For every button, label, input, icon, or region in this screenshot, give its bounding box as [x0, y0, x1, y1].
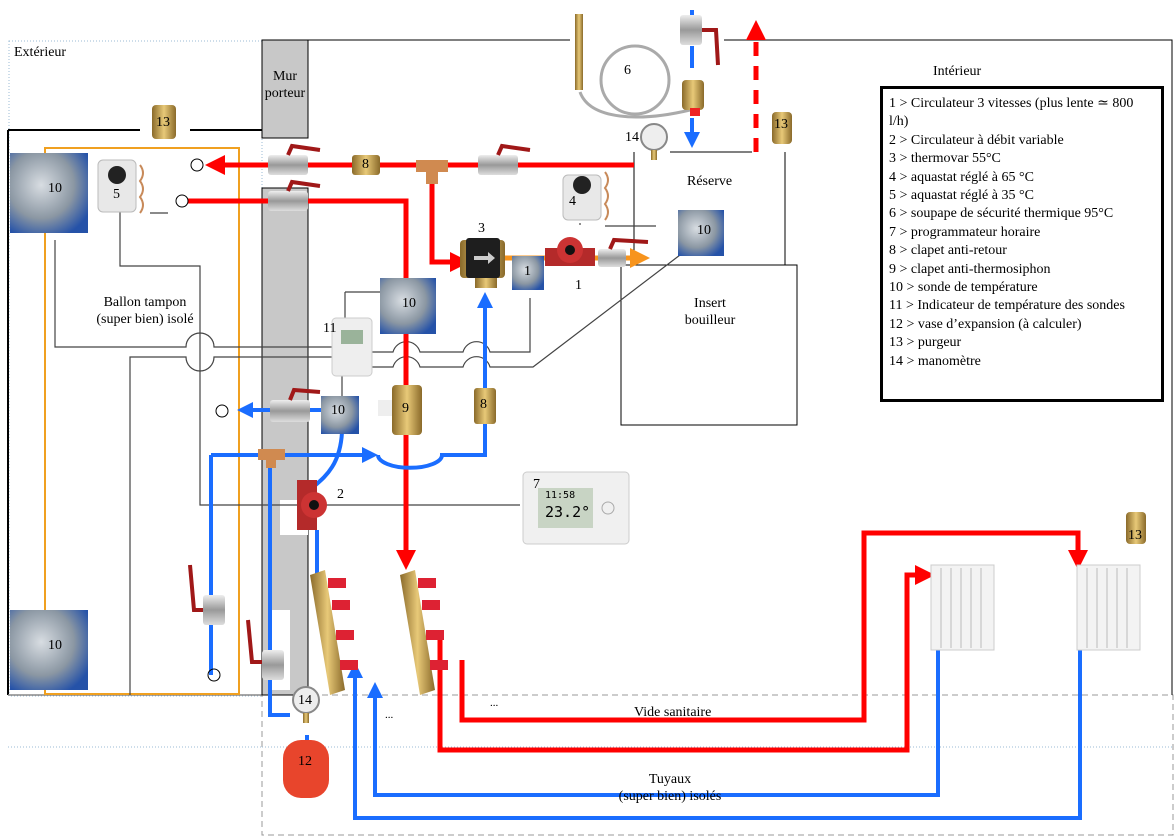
legend-item-8: 8 > clapet anti-retour — [889, 243, 1007, 259]
marker-10-cold: 10 — [331, 403, 345, 418]
pipes-line2: (super bien) isolés — [618, 789, 722, 804]
marker-2: 2 — [337, 487, 344, 502]
legend-item-6: 6 > soupape de sécurité thermique 95°C — [889, 206, 1114, 222]
radiator-icon — [930, 564, 1141, 651]
programmer-time: 11:58 — [545, 490, 576, 501]
marker-4: 4 — [569, 194, 576, 209]
thermovar-valve — [460, 238, 505, 288]
marker-12: 12 — [298, 754, 312, 769]
tank-connection-bottom — [207, 668, 221, 682]
insert-label: Insert bouilleur — [660, 295, 760, 329]
aquastat-4 — [562, 171, 609, 221]
aquastat-5 — [97, 159, 144, 214]
marker-10-top: 10 — [48, 181, 62, 196]
marker-10-bottom: 10 — [48, 638, 62, 653]
expansion-vessel — [283, 740, 329, 798]
programmer-temp: 23.2° — [545, 503, 591, 521]
wall-label-line2: porteur — [264, 86, 306, 101]
circulator-pump-2 — [297, 480, 327, 530]
legend-item-3: 3 > thermovar 55°C — [889, 151, 1001, 167]
temperature-probe-icon — [10, 153, 724, 690]
marker-1-pump: 1 — [575, 278, 582, 293]
marker-10-insert: 10 — [697, 223, 711, 238]
ellipsis-2: ... — [490, 697, 499, 709]
tee-fitting-2 — [258, 449, 285, 468]
marker-9: 9 — [402, 401, 409, 416]
marker-8-top: 8 — [362, 157, 369, 172]
circulator-pump-1 — [545, 237, 595, 266]
marker-5: 5 — [113, 187, 120, 202]
tank-connection-top — [190, 158, 204, 172]
ellipsis-1: ... — [385, 709, 394, 721]
check-valve-8-bottom — [474, 388, 496, 424]
thermal-safety-valve — [575, 14, 704, 119]
insert-line1: Insert — [694, 296, 726, 311]
legend-item-11: 11 > Indicateur de température des sonde… — [889, 298, 1125, 314]
pipes-line1: Tuyaux — [648, 772, 692, 787]
buffer-tank-label: Ballon tampon (super bien) isolé — [60, 294, 230, 328]
tank-connection-2 — [175, 194, 189, 208]
marker-14-bottom: 14 — [298, 693, 312, 708]
reserve-label: Réserve — [687, 174, 733, 189]
buffer-tank-outline — [44, 147, 240, 695]
legend-item-13: 13 > purgeur — [889, 335, 962, 351]
marker-14-top: 14 — [625, 130, 639, 145]
marker-1-probe: 1 — [524, 264, 531, 279]
legend-item-5: 5 > aquastat réglé à 35 °C — [889, 188, 1034, 204]
hot-pipes — [182, 20, 1088, 753]
tee-fitting — [416, 160, 448, 184]
legend-item-7: 7 > programmateur horaire — [889, 224, 1041, 240]
ball-valve-icon — [188, 15, 720, 680]
check-valve-8-top — [352, 155, 380, 175]
marker-8-bottom: 8 — [480, 397, 487, 412]
tank-connection-3 — [215, 404, 229, 418]
buffer-tank-line2: (super bien) isolé — [96, 312, 194, 327]
temperature-indicator — [331, 317, 373, 377]
legend-item-4: 4 > aquastat réglé à 65 °C — [889, 169, 1034, 185]
cold-pipes — [209, 10, 1082, 820]
crawlspace-label: Vide sanitaire — [634, 705, 712, 720]
pipes-label: Tuyaux (super bien) isolés — [590, 771, 750, 805]
interior-label: Intérieur — [933, 64, 982, 79]
marker-10-hot: 10 — [402, 296, 416, 311]
exterior-label: Extérieur — [14, 45, 67, 60]
marker-11: 11 — [323, 321, 337, 336]
marker-7: 7 — [533, 477, 540, 492]
insert-box — [620, 264, 798, 426]
legend-item-1: 1 > Circulateur 3 vitesses (plus lente ≃… — [889, 96, 1134, 130]
marker-13-radiator: 13 — [1128, 528, 1142, 543]
time-programmer — [522, 471, 630, 545]
legend-box: 1 > Circulateur 3 vitesses (plus lente ≃… — [880, 86, 1164, 402]
legend-item-9: 9 > clapet anti-thermosiphon — [889, 261, 1051, 277]
marker-13-left: 13 — [156, 115, 170, 130]
manometer-icon — [292, 123, 668, 723]
wall-label-line1: Mur — [272, 69, 298, 84]
manifold-icon — [310, 570, 448, 695]
marker-3: 3 — [478, 221, 485, 236]
insert-line2: bouilleur — [684, 313, 736, 328]
anti-thermosiphon-valve-9 — [392, 385, 422, 435]
legend-item-12: 12 > vase d’expansion (à calculer) — [889, 316, 1082, 332]
wall-label: Mur porteur — [262, 68, 308, 102]
legend-item-14: 14 > manomètre — [889, 353, 981, 369]
legend-item-10: 10 > sonde de température — [889, 280, 1038, 296]
crawlspace-zone — [261, 694, 1174, 836]
buffer-tank-line1: Ballon tampon — [103, 295, 187, 310]
air-vent-icon — [152, 105, 1146, 544]
load-bearing-wall-top — [261, 39, 309, 139]
marker-6: 6 — [624, 63, 631, 78]
marker-13-right: 13 — [774, 117, 788, 132]
legend-item-2: 2 > Circulateur à débit variable — [889, 132, 1064, 148]
sensor-wiring — [54, 195, 681, 695]
